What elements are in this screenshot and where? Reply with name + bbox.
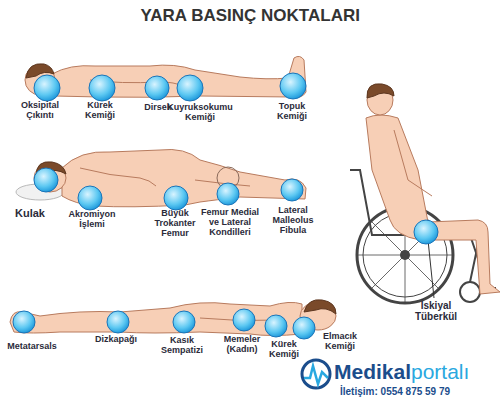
callout-label: Kürek Kemiği (259, 340, 309, 360)
logo-text: Medikal (334, 360, 411, 383)
callout-label: Dizkapağı (91, 335, 141, 345)
logo-text: portalı (411, 360, 469, 383)
callout-label: Metatarsals (2, 342, 62, 352)
callout-label: Topuk Kemiği (272, 102, 312, 122)
leader-line (428, 240, 434, 298)
callout-label: Akromiyon İşlemi (62, 210, 122, 230)
callout-label: Kasık Sempatizi (157, 336, 207, 356)
callout-label: Memeler (Kadın) (217, 335, 267, 355)
callout-label: Lateral Malleolus Fibula (265, 206, 321, 236)
callout-label: İskiyal Tüberkül (401, 300, 471, 322)
callout-label: Femur Medial ve Lateral Kondilleri (201, 208, 259, 238)
prone-body (10, 300, 336, 336)
callout-label: Kürek Kemiği (75, 101, 125, 121)
logo-text: İletişim: 0554 875 59 79 (340, 386, 450, 397)
callout-label: Elmacık Kemiği (315, 332, 365, 352)
callout-label: Kuyruksokumu Kemiği (164, 103, 236, 123)
lateral-body (16, 149, 306, 206)
pressure-spots (13, 73, 438, 339)
diagram-title: YARA BASINÇ NOKTALARI (141, 7, 360, 26)
seated-person (366, 84, 500, 294)
callout-label: Büyük Trokanter Femur (150, 209, 200, 239)
callout-label: Kulak (10, 207, 50, 219)
callout-label: Oksipital Çıkıntı (10, 101, 70, 121)
logo-icon (302, 360, 330, 388)
